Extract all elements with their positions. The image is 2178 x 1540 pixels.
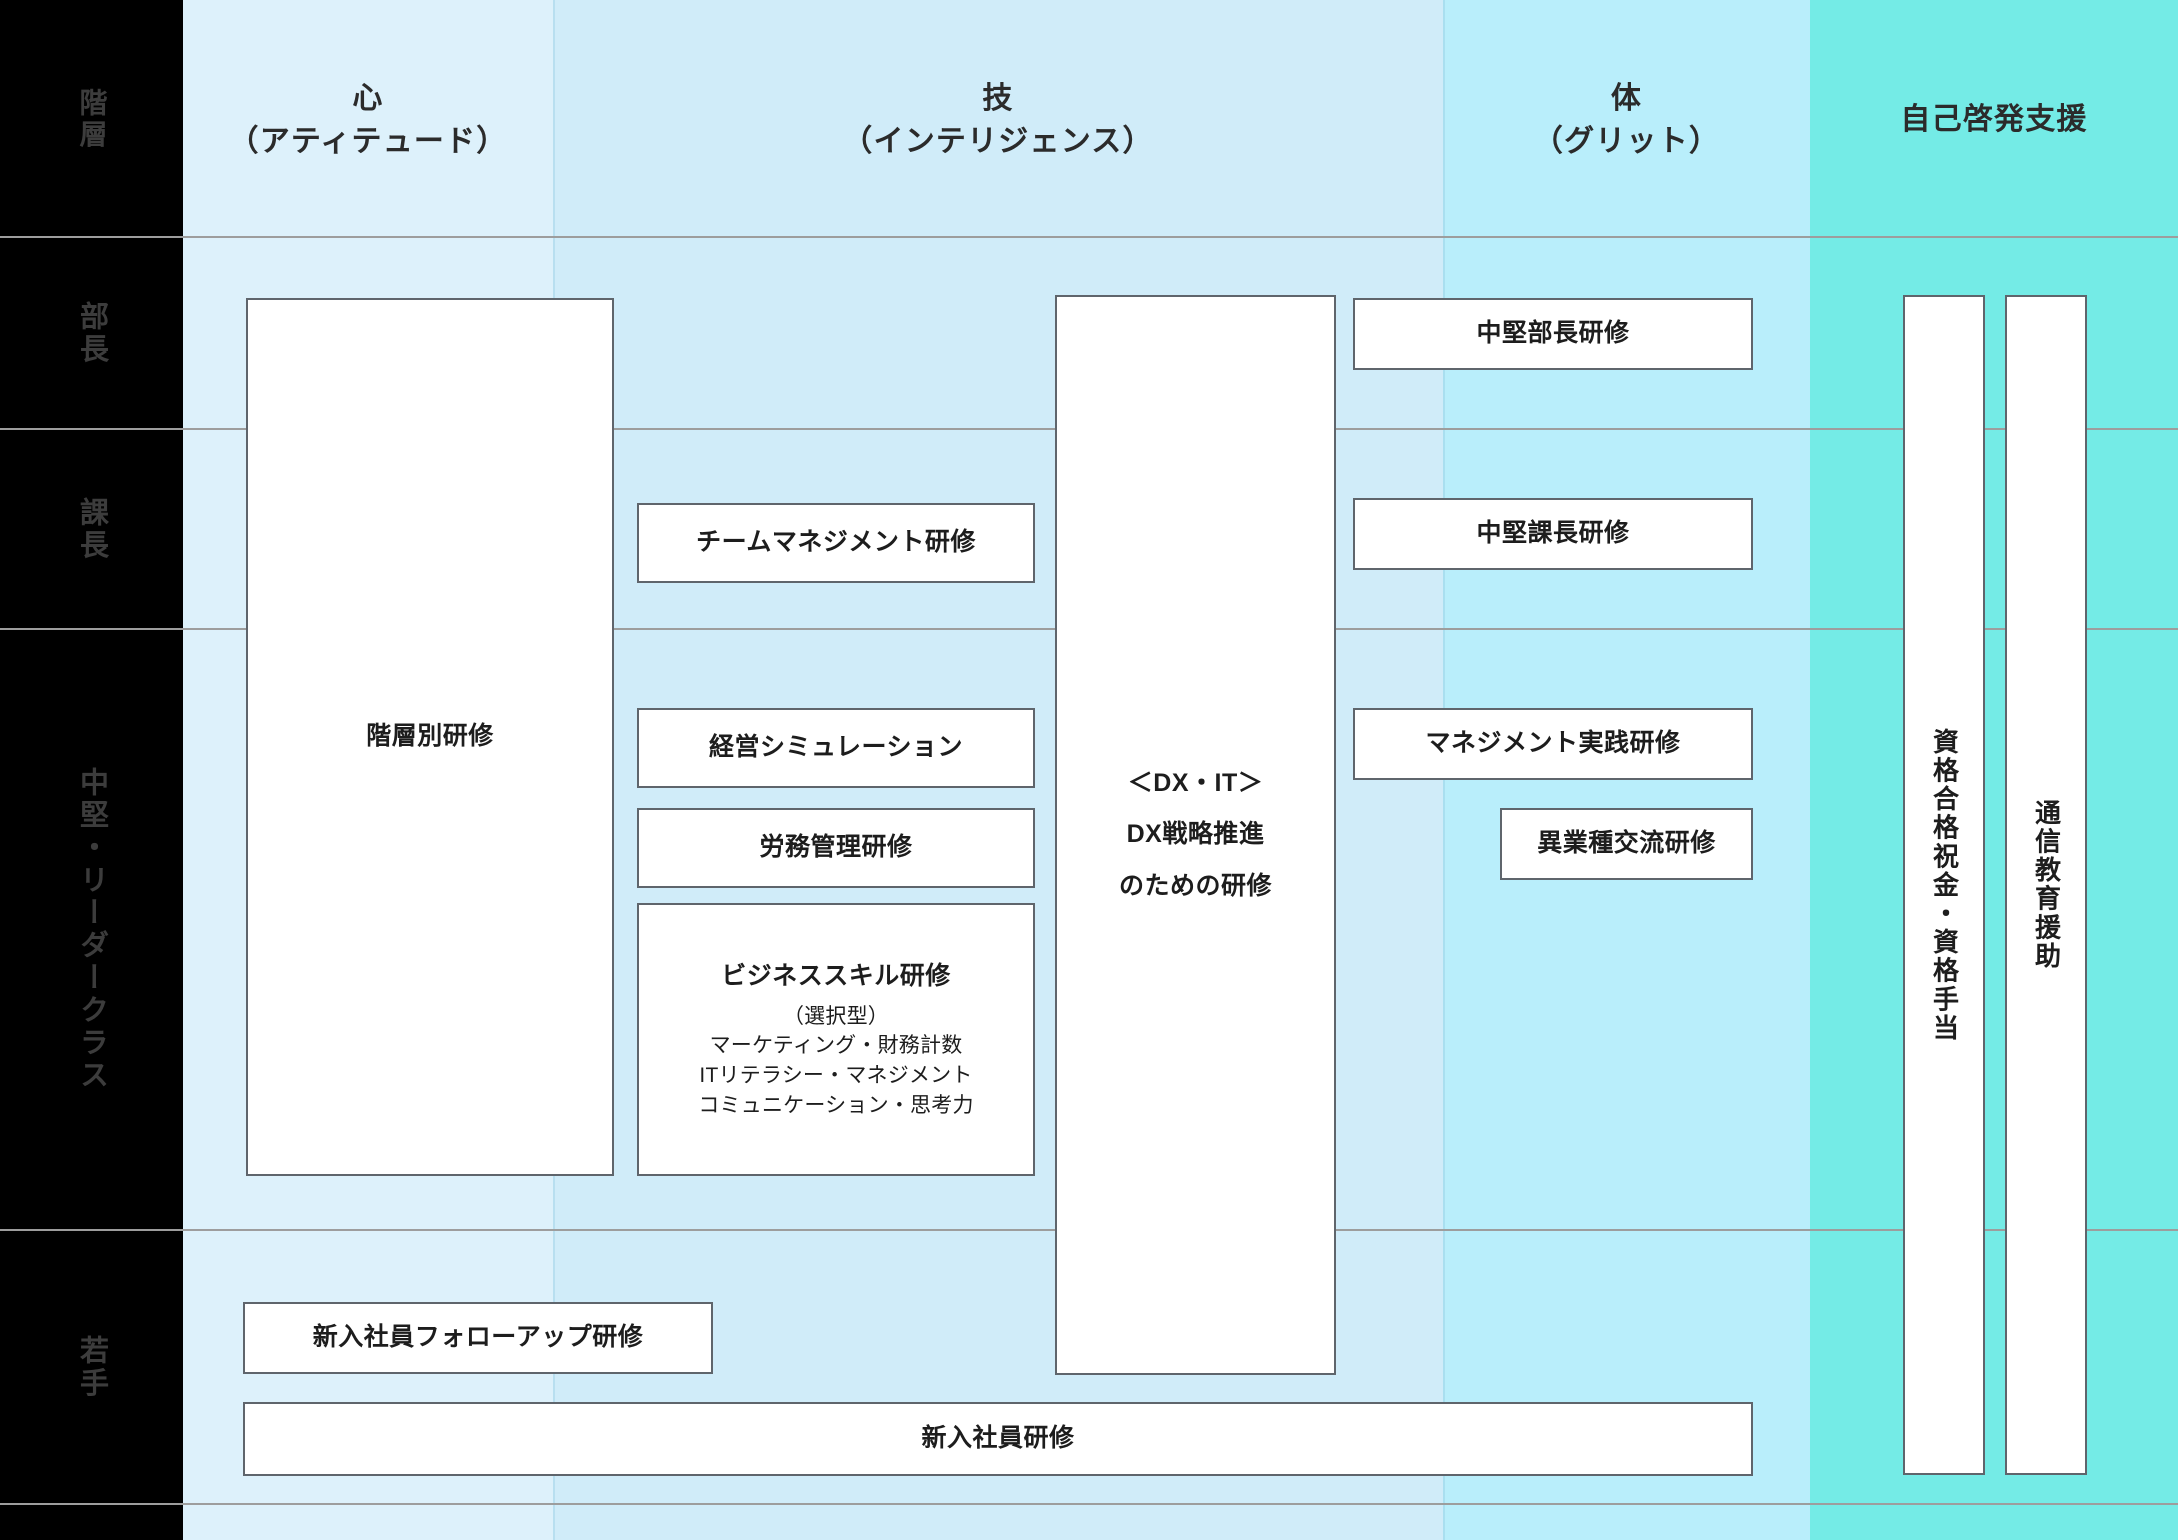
row-label-bucho: 部長: [0, 238, 183, 428]
program-box-roumu-kanri[interactable]: 労務管理研修: [637, 808, 1035, 888]
program-label-management-jissen: マネジメント実践研修: [1425, 729, 1681, 758]
program-box-business-skill[interactable]: ビジネススキル研修 （選択型） マーケティング・財務計数 ITリテラシー・マネジ…: [637, 903, 1035, 1176]
program-box-management-jissen[interactable]: マネジメント実践研修: [1353, 708, 1753, 780]
program-label-tsuushin-kyouiku: 通信教育援助: [2031, 799, 2062, 971]
program-label-team-management: チームマネジメント研修: [696, 528, 976, 557]
column-header-waza: 技 （インテリジェンス）: [553, 30, 1443, 210]
corner-label-text: 階層: [76, 87, 108, 151]
program-label-chuken-kacho: 中堅課長研修: [1476, 519, 1630, 548]
program-label-chuken-bucho: 中堅部長研修: [1476, 319, 1630, 348]
column-header-kokoro-title: 心: [352, 81, 384, 115]
column-header-kokoro-subtitle: （アティテュード）: [228, 125, 508, 158]
row-label-kacho: 課長: [0, 430, 183, 628]
program-label-dx-it-line3: のための研修: [1118, 871, 1272, 900]
program-label-business-skill-title: ビジネススキル研修: [721, 962, 951, 991]
program-label-dx-it-line1: ＜DX・IT＞: [1127, 769, 1264, 798]
program-box-tsuushin-kyouiku[interactable]: 通信教育援助: [2005, 295, 2087, 1475]
program-label-business-skill-type: （選択型）: [782, 1004, 890, 1028]
column-band-jiko: [1810, 0, 2178, 1540]
program-label-shinnyuu-shain: 新入社員研修: [921, 1424, 1075, 1453]
corner-label-kaisou: 階層: [0, 0, 183, 238]
column-header-tai-title: 体: [1610, 81, 1643, 115]
program-label-shikaku-iwaikin: 資格合格祝金・資格手当: [1929, 727, 1960, 1043]
row-label-bucho-text: 部長: [75, 300, 108, 366]
program-box-dx-it[interactable]: ＜DX・IT＞ DX戦略推進 のための研修: [1055, 295, 1336, 1375]
program-box-kaisou-betsu[interactable]: 階層別研修: [246, 298, 614, 1176]
program-label-roumu-kanri: 労務管理研修: [759, 833, 913, 862]
program-label-business-skill-line3: コミュニケーション・思考力: [698, 1094, 974, 1118]
program-box-shikaku-iwaikin[interactable]: 資格合格祝金・資格手当: [1903, 295, 1985, 1475]
program-box-keiei-simulation[interactable]: 経営シミュレーション: [637, 708, 1035, 788]
row-label-band: [0, 0, 183, 1231]
program-label-business-skill-line1: マーケティング・財務計数: [709, 1034, 963, 1058]
column-header-waza-title: 技: [982, 81, 1014, 115]
gridline-bottom: [0, 1503, 2178, 1505]
row-label-wakate-text: 若手: [75, 1334, 108, 1400]
row-label-chuken-text: 中堅・リーダークラス: [75, 767, 108, 1092]
row-label-band-bottom: [0, 1231, 183, 1540]
row-label-chuken: 中堅・リーダークラス: [0, 630, 183, 1229]
program-label-shinnyuu-follow: 新入社員フォローアップ研修: [312, 1323, 644, 1352]
program-box-team-management[interactable]: チームマネジメント研修: [637, 503, 1035, 583]
column-header-jiko-title: 自己啓発支援: [1900, 103, 2088, 137]
program-label-kaisou-betsu: 階層別研修: [366, 722, 494, 751]
column-header-jiko: 自己啓発支援: [1810, 30, 2178, 210]
program-box-chuken-kacho[interactable]: 中堅課長研修: [1353, 498, 1753, 570]
gridline-header-bottom: [0, 236, 2178, 238]
program-box-shinnyuu-shain[interactable]: 新入社員研修: [243, 1402, 1753, 1476]
program-label-keiei-simulation: 経営シミュレーション: [708, 733, 963, 762]
column-header-tai: 体 （グリット）: [1443, 30, 1810, 210]
program-label-dx-it-line2: DX戦略推進: [1126, 820, 1265, 849]
program-label-business-skill-line2: ITリテラシー・マネジメント: [699, 1064, 973, 1088]
row-label-wakate: 若手: [0, 1231, 183, 1503]
column-header-kokoro: 心 （アティテュード）: [183, 30, 553, 210]
program-label-igyoushu-kouryuu: 異業種交流研修: [1537, 829, 1716, 858]
column-header-waza-subtitle: （インテリジェンス）: [842, 125, 1154, 158]
column-header-tai-subtitle: （グリット）: [1532, 125, 1721, 158]
row-label-kacho-text: 課長: [75, 496, 108, 562]
program-box-shinnyuu-follow[interactable]: 新入社員フォローアップ研修: [243, 1302, 713, 1374]
program-box-igyoushu-kouryuu[interactable]: 異業種交流研修: [1500, 808, 1753, 880]
program-box-chuken-bucho[interactable]: 中堅部長研修: [1353, 298, 1753, 370]
